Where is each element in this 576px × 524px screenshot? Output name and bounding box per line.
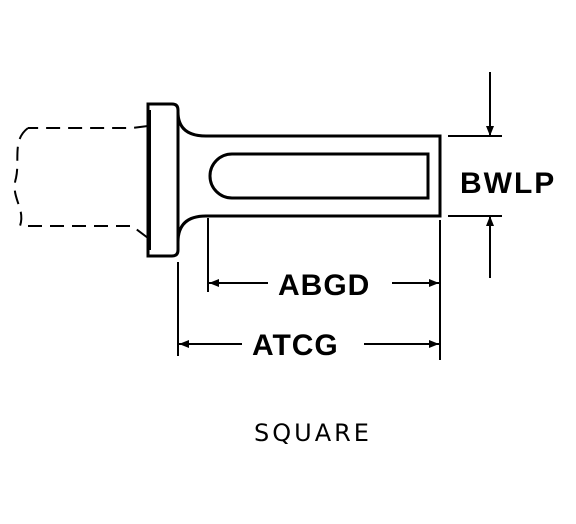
overall-length-dimension [177,262,439,356]
slot [208,152,430,200]
inner-length-dimension [207,218,441,360]
pin-head [146,102,180,258]
height-dimension [448,72,502,278]
inner-length-dimension-label: ABGD [278,269,370,302]
height-dimension-label: BWLP [460,167,556,200]
phantom-shaft [13,125,149,239]
pin-shank [176,111,442,243]
overall-length-dimension-label: ATCG [252,329,339,362]
caption: SQUARE [254,419,372,447]
